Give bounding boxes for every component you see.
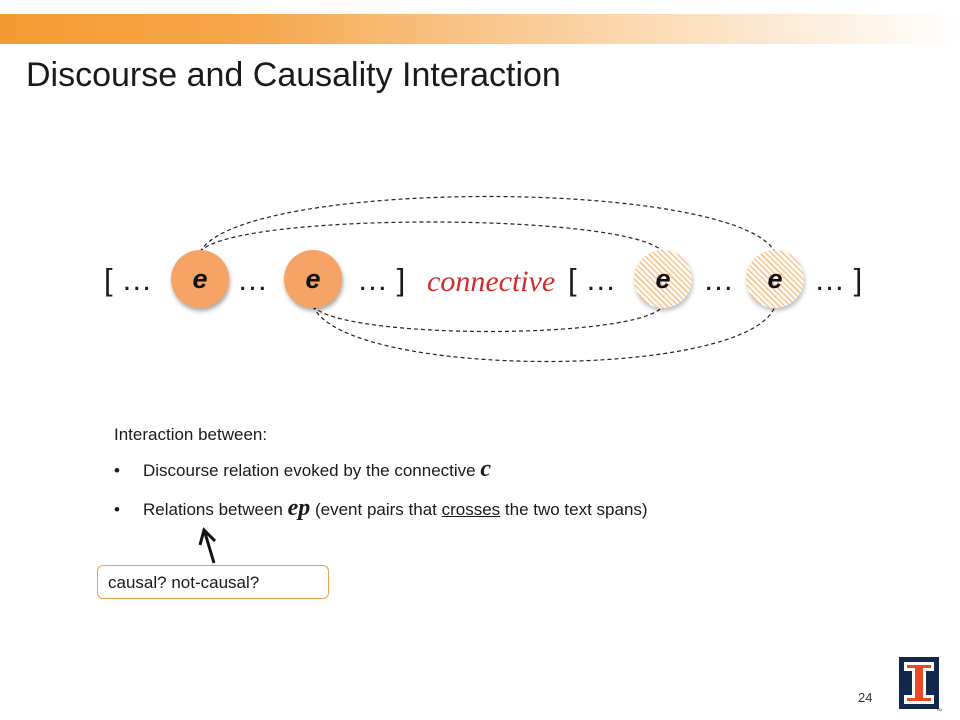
span1-between: … xyxy=(237,262,268,297)
arc-e2-e4 xyxy=(312,305,776,363)
bullet-marker: • xyxy=(114,461,120,480)
event-node-4: e xyxy=(746,250,804,308)
span2-between: … xyxy=(703,262,734,297)
event-node-2: e xyxy=(284,250,342,308)
bullet-marker: • xyxy=(114,500,120,519)
bullet2-post: the two text spans) xyxy=(500,500,648,519)
bullet2-pre: Relations between xyxy=(143,500,288,519)
span2-close: … ] xyxy=(814,262,863,297)
connective-label: connective xyxy=(427,265,556,298)
arc-e1-e3 xyxy=(199,221,664,253)
arc-e2-e3 xyxy=(312,305,664,333)
header-gradient-bar xyxy=(0,14,960,44)
causal-callout-box: causal? not-causal? xyxy=(97,565,329,599)
span1-open: [ … xyxy=(104,262,153,297)
span1-close: … ] xyxy=(357,262,406,297)
event-node-3: e xyxy=(634,250,692,308)
variable-c: c xyxy=(480,456,492,482)
crosses-underlined: crosses xyxy=(441,500,501,519)
span2-open: [ … xyxy=(568,262,617,297)
bullet2-mid: (event pairs that xyxy=(310,500,442,519)
logo-trademark: TM xyxy=(936,707,942,712)
interaction-heading: Interaction between: xyxy=(114,425,268,444)
slide-title: Discourse and Causality Interaction xyxy=(26,56,561,94)
bullet-event-relations: •Relations between ep (event pairs that … xyxy=(114,496,648,522)
variable-ep: ep xyxy=(287,495,311,521)
block-i-logo-icon: TM xyxy=(899,657,942,712)
bullet1-text: Discourse relation evoked by the connect… xyxy=(143,461,481,480)
arc-e1-e4 xyxy=(199,195,776,253)
page-number: 24 xyxy=(858,690,873,705)
event-node-1: e xyxy=(171,250,229,308)
bullet-discourse-relation: • Discourse relation evoked by the connec… xyxy=(114,457,491,483)
